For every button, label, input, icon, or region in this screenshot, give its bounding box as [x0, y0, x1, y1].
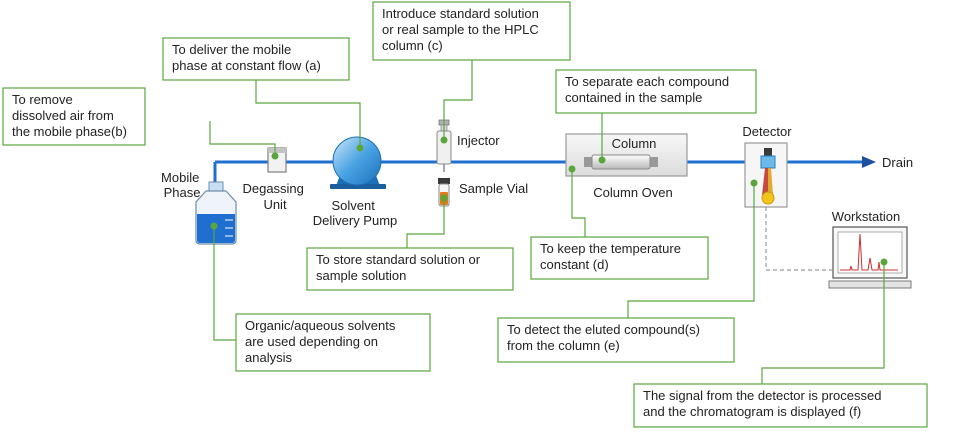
- detector-cable: [765, 207, 832, 271]
- callout-pump-text: To deliver the mobile phase at constant …: [172, 42, 321, 73]
- callout-pump-box: [162, 37, 350, 81]
- mobile-phase-bottle-icon: [195, 181, 237, 245]
- callout-workstation-box: [633, 383, 928, 428]
- callout-detector: To detect the eluted compound(s) from th…: [497, 179, 758, 363]
- workstation-label: Workstation: [832, 209, 900, 224]
- mobile-phase-label: Mobile Phase: [161, 170, 203, 200]
- callout-detector-box: [497, 317, 735, 363]
- injector-label: Injector: [457, 133, 500, 148]
- callout-pump: To deliver the mobile phase at constant …: [162, 37, 364, 152]
- solvent-pump-label: Solvent Delivery Pump: [313, 198, 398, 228]
- callout-injector: Introduce standard solution or real samp…: [372, 1, 571, 144]
- column-icon: [584, 154, 658, 170]
- callout-solvent: Organic/aqueous solvents are used depend…: [210, 222, 431, 372]
- callout-vial-text: To store standard solution or sample sol…: [316, 252, 484, 283]
- callout-injector-text: Introduce standard solution or real samp…: [382, 6, 542, 53]
- callout-solvent-box: [235, 313, 431, 372]
- callout-workstation-text: The signal from the detector is processe…: [643, 388, 885, 419]
- callout-oven-text: To keep the temperature constant (d): [540, 241, 685, 272]
- callout-column: To separate each compound contained in t…: [555, 69, 757, 164]
- callout-workstation: The signal from the detector is processe…: [633, 258, 928, 428]
- column-oven-label: Column Oven: [593, 185, 672, 200]
- callout-column-box: [555, 69, 757, 114]
- callout-degassing: To remove dissolved air from the mobile …: [2, 87, 279, 160]
- callout-oven-box: [530, 236, 709, 280]
- workstation-icon: [828, 226, 912, 289]
- degassing-unit-label: Degassing Unit: [242, 181, 307, 212]
- sample-vial-label: Sample Vial: [459, 181, 528, 196]
- detector-icon: [744, 142, 788, 208]
- callout-detector-text: To detect the eluted compound(s) from th…: [507, 322, 704, 353]
- callout-degassing-box: [2, 87, 146, 146]
- callout-injector-box: [372, 1, 571, 61]
- degassing-unit-icon: [267, 147, 287, 173]
- detector-label: Detector: [742, 124, 792, 139]
- callout-oven: To keep the temperature constant (d): [530, 165, 709, 280]
- callout-column-text: To separate each compound contained in t…: [565, 74, 733, 105]
- drain-arrow-icon: [862, 156, 876, 168]
- solvent-pump-icon: [330, 136, 386, 189]
- column-label: Column: [612, 136, 657, 151]
- callout-degassing-text: To remove dissolved air from the mobile …: [12, 92, 127, 139]
- callout-vial-box: [306, 247, 514, 291]
- callout-vial: To store standard solution or sample sol…: [306, 194, 514, 291]
- callout-solvent-text: Organic/aqueous solvents are used depend…: [245, 318, 399, 365]
- drain-label: Drain: [882, 155, 913, 170]
